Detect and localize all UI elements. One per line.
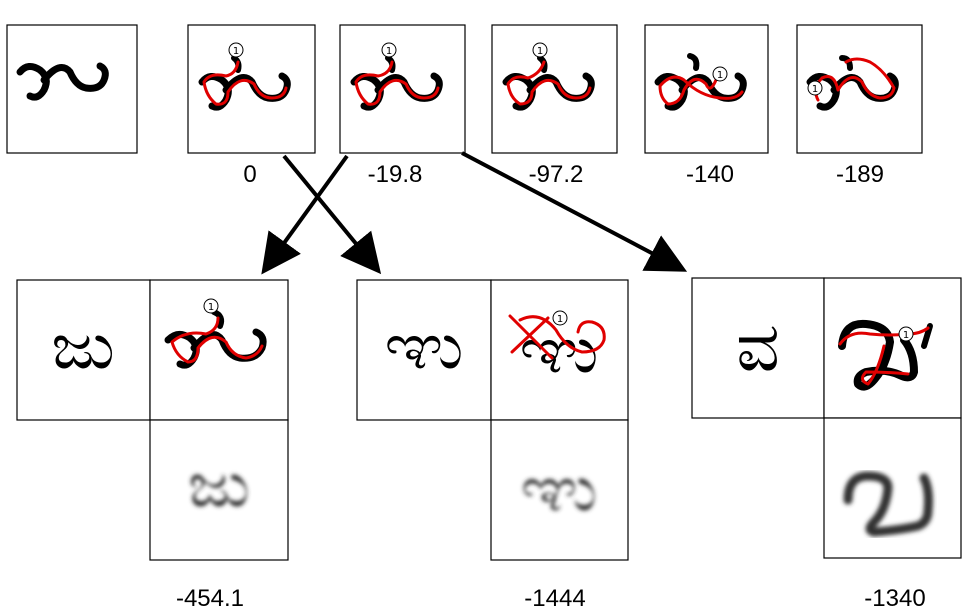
reference-glyph: ಞು bbox=[385, 310, 464, 384]
stroke-start-marker-label: 1 bbox=[233, 46, 239, 57]
stroke-start-marker-label: 1 bbox=[903, 330, 909, 341]
result-score: -1340 bbox=[864, 585, 925, 612]
reference-glyph: ಜು bbox=[51, 310, 114, 384]
reference-glyph: ವ bbox=[736, 308, 780, 387]
arrow-connector bbox=[282, 154, 382, 275]
result-group-3: ವ 1 -1340 bbox=[691, 277, 962, 612]
stroke-trace bbox=[170, 316, 264, 364]
stroke-start-marker-label: 1 bbox=[557, 314, 563, 325]
stroke-start-marker-label: 1 bbox=[717, 70, 723, 81]
stroke-trace bbox=[838, 326, 930, 386]
candidate-score: -97.2 bbox=[529, 161, 584, 188]
stroke-start-marker-label: 1 bbox=[812, 84, 818, 95]
result-score: -454.1 bbox=[176, 585, 244, 612]
candidate-frame bbox=[187, 24, 316, 154]
stroke-trace bbox=[202, 60, 288, 106]
candidate-panel-4: 1 bbox=[644, 24, 769, 154]
arrow-connector bbox=[261, 154, 349, 275]
stroke-start-marker bbox=[203, 298, 219, 314]
reconstructed-glyph: ಜು bbox=[188, 448, 249, 521]
stroke-start-marker bbox=[228, 42, 244, 58]
candidate-score: -140 bbox=[686, 161, 734, 188]
stroke-trace bbox=[814, 57, 896, 102]
stroke-start-marker bbox=[532, 42, 548, 58]
candidate-score: 0 bbox=[243, 161, 256, 188]
arrow-connector bbox=[461, 151, 688, 272]
stroke-start-marker bbox=[552, 310, 568, 326]
candidate-frame bbox=[644, 24, 769, 154]
candidate-panel-1: 1 bbox=[187, 24, 316, 154]
stroke-start-marker-label: 1 bbox=[386, 46, 392, 57]
stroke-start-marker bbox=[898, 326, 914, 342]
result-score: -1444 bbox=[524, 585, 585, 612]
target-glyph-panel bbox=[6, 24, 138, 154]
candidate-frame bbox=[339, 24, 466, 154]
candidate-frame bbox=[491, 24, 618, 154]
reference-frame bbox=[16, 279, 151, 421]
stroke-start-marker-label: 1 bbox=[208, 302, 214, 313]
result-group-2: ಞು ಞು 1 ಞು -1444 bbox=[356, 279, 629, 612]
stroke-trace bbox=[354, 60, 440, 106]
stroke-trace bbox=[508, 314, 606, 360]
stroke-trace bbox=[658, 75, 744, 106]
target-glyph-icon bbox=[16, 62, 109, 101]
reconstruction-frame bbox=[149, 419, 289, 561]
stroke-start-marker bbox=[712, 66, 728, 82]
candidate-panel-3: 1 bbox=[491, 24, 618, 154]
stroke-start-marker bbox=[381, 42, 397, 58]
reconstructed-glyph: ಞು bbox=[521, 452, 597, 525]
candidate-panel-5: 1 bbox=[796, 24, 923, 154]
glyph-ink-icon bbox=[838, 319, 933, 391]
target-frame bbox=[6, 24, 138, 154]
reconstruction-frame bbox=[490, 419, 629, 561]
candidate-score: -189 bbox=[836, 161, 884, 188]
trace-frame bbox=[149, 279, 289, 421]
stroke-start-marker-label: 1 bbox=[537, 46, 543, 57]
candidate-panel-2: 1 bbox=[339, 24, 466, 154]
stroke-trace bbox=[506, 60, 592, 106]
candidate-score: -19.8 bbox=[368, 161, 423, 188]
stroke-start-marker bbox=[807, 80, 823, 96]
reconstructed-glyph-icon bbox=[843, 471, 933, 537]
result-group-1: ಜು 1 ಜು -454.1 bbox=[16, 279, 289, 612]
reference-frame bbox=[691, 277, 825, 419]
